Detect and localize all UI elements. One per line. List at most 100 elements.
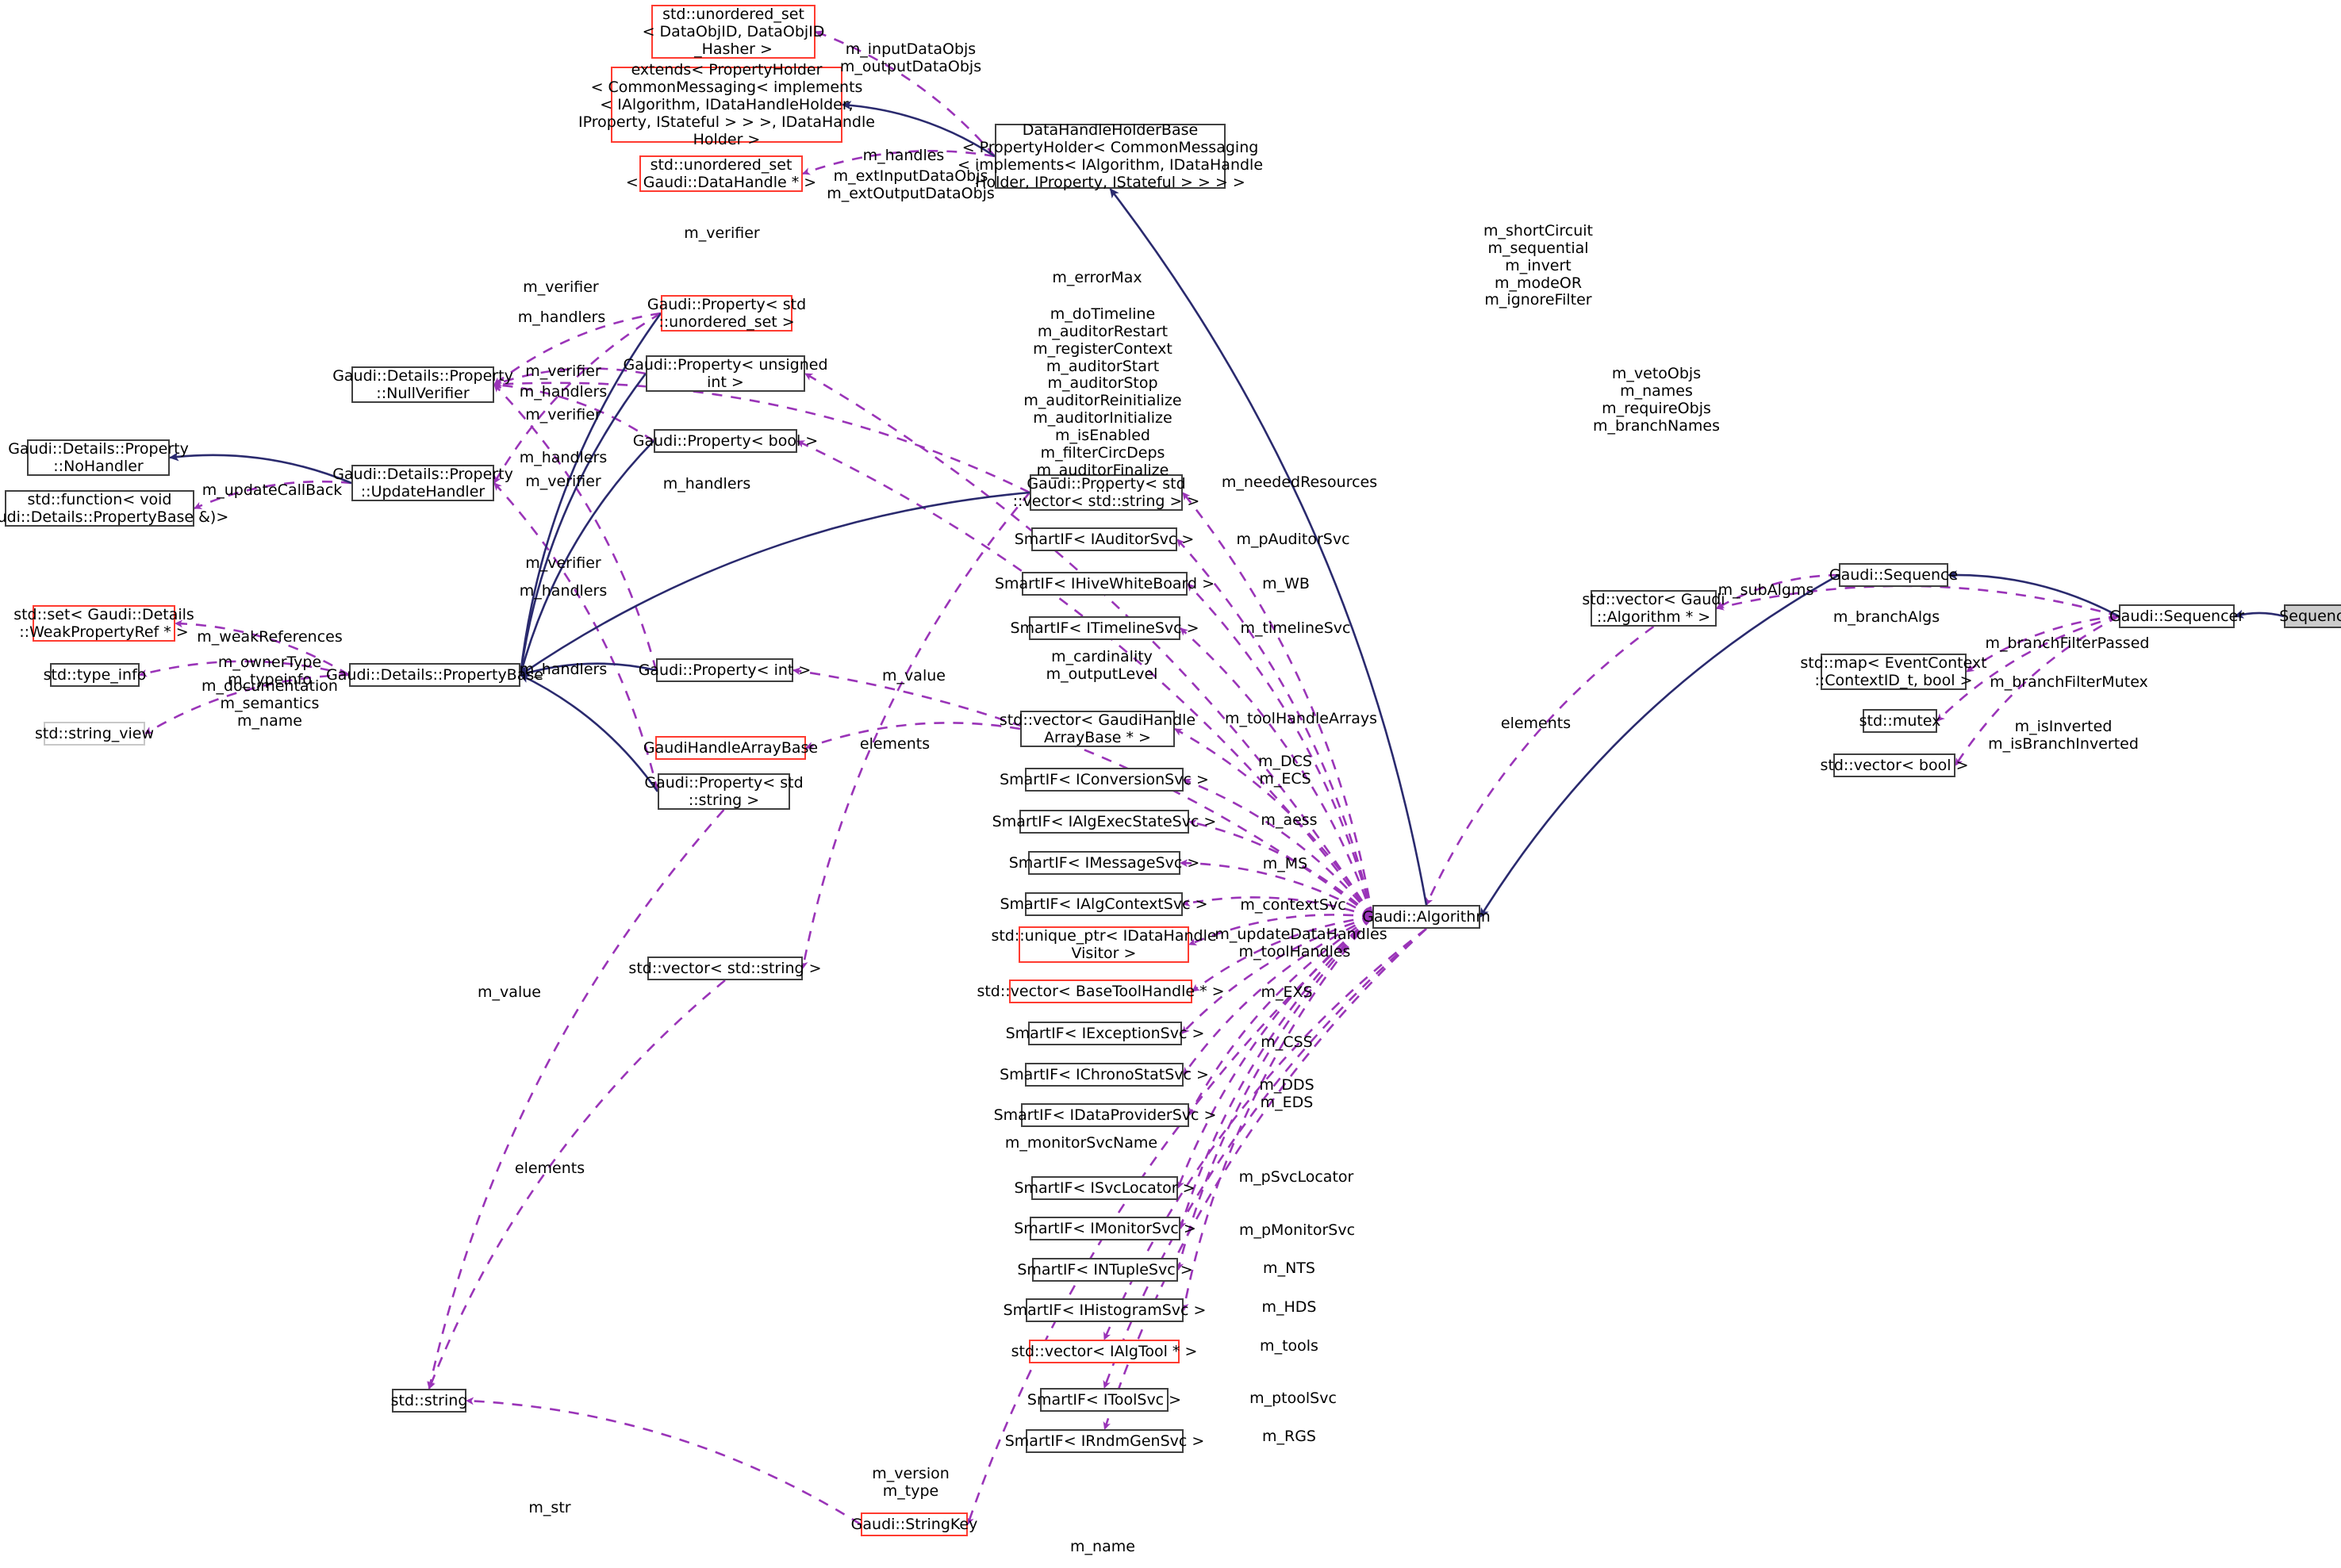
edge-label-handlers_3: m_handlers [519, 383, 608, 401]
class-node-smartif_svcloc[interactable]: SmartIF< ISvcLocator > [1014, 1176, 1195, 1200]
edge-label-ptoolSvc: m_ptoolSvc [1249, 1390, 1337, 1407]
edge-label-handlers_4: m_handlers [519, 449, 608, 466]
class-node-smartif_monitor[interactable]: SmartIF< IMonitorSvc > [1014, 1217, 1196, 1240]
edge-usage-n_gaudialgorithm-to-n_prop_vecstring [1181, 492, 1374, 918]
edge-label-WB: m_WB [1262, 575, 1310, 592]
edge-label-tools: m_tools [1260, 1337, 1318, 1355]
edge-label-cardinality: m_cardinality m_outputLevel [1046, 648, 1158, 683]
class-node-smartif_toolsvc[interactable]: SmartIF< IToolSvc > [1027, 1388, 1181, 1412]
edge-label-timelineSvc: m_timelineSvc [1240, 619, 1351, 637]
edge-label-vetoObjs: m_vetoObjs m_names m_requireObjs m_branc… [1592, 365, 1721, 435]
class-node-vec_bool[interactable]: std::vector< bool > [1821, 753, 1969, 777]
class-node-gaudihandlearraybase[interactable]: GaudiHandleArrayBase [643, 736, 818, 760]
edge-label-subAlgms: m_subAlgms [1717, 581, 1814, 599]
edge-label-contextSvc: m_contextSvc [1240, 896, 1346, 914]
class-node-prop_string[interactable]: Gaudi::Property< std ::string > [644, 773, 804, 810]
edge-label-branchFilterPassed: m_branchFilterPassed [1985, 634, 2150, 652]
class-node-smartif_imsg[interactable]: SmartIF< IMessageSvc > [1009, 851, 1199, 875]
class-node-vec_gaudihandlearr[interactable]: std::vector< GaudiHandle ArrayBase * > [999, 711, 1196, 747]
edge-label-EXS: m_EXS [1261, 983, 1313, 1001]
edge-usage-n_gaudialgorithm-to-n_prop_int [792, 667, 1373, 918]
class-node-map_eventctx[interactable]: std::map< EventContext ::ContextID_t, bo… [1800, 654, 1987, 690]
class-node-smartif_hive[interactable]: SmartIF< IHiveWhiteBoard > [995, 572, 1215, 596]
edge-label-pAuditorSvc: m_pAuditorSvc [1236, 531, 1350, 548]
edge-usage-n_prop_int-to-n_nullverifier [493, 384, 658, 671]
edge-label-NTS: m_NTS [1263, 1259, 1315, 1277]
edge-label-extDataObjs: m_extInputDataObjs m_extOutputDataObjs [827, 167, 995, 202]
class-node-smartif_dataprov[interactable]: SmartIF< IDataProviderSvc > [994, 1103, 1216, 1127]
edge-label-handlers_2: m_handlers [517, 309, 606, 326]
class-node-smartif_iconv[interactable]: SmartIF< IConversionSvc > [1000, 768, 1209, 792]
edge-label-branchAlgs: m_branchAlgs [1833, 608, 1940, 626]
class-node-unordered_datahandle[interactable]: std::unordered_set < Gaudi::DataHandle *… [625, 155, 817, 192]
edge-label-shortCircuit: m_shortCircuit m_sequential m_invert m_m… [1483, 222, 1593, 309]
edge-label-elements_alg: elements [1500, 715, 1572, 732]
class-node-smartif_iauditor[interactable]: SmartIF< IAuditorSvc > [1015, 527, 1194, 551]
class-node-propertybase[interactable]: Gaudi::Details::PropertyBase [326, 663, 543, 687]
edge-label-verifier_6: m_verifier [525, 554, 601, 572]
class-node-smartif_ntuple[interactable]: SmartIF< INTupleSvc > [1017, 1258, 1193, 1282]
class-node-vec_gaudialg[interactable]: std::vector< Gaudi ::Algorithm * > [1582, 590, 1725, 627]
class-node-smartif_chrono[interactable]: SmartIF< IChronoStatSvc > [1000, 1063, 1209, 1087]
edge-label-RGS: m_RGS [1262, 1428, 1316, 1445]
edge-label-branchFilterMutex: m_branchFilterMutex [1990, 673, 2148, 691]
class-node-prop_unordered[interactable]: Gaudi::Property< std ::unordered_set > [647, 295, 807, 332]
class-node-prop_vecstring[interactable]: Gaudi::Property< std ::vector< std::stri… [1012, 474, 1200, 511]
class-node-gaudialgorithm[interactable]: Gaudi::Algorithm [1362, 905, 1491, 929]
class-node-smartif_algexec[interactable]: SmartIF< IAlgExecStateSvc > [992, 810, 1216, 834]
class-node-vec_ialgtool[interactable]: std::vector< IAlgTool * > [1011, 1340, 1197, 1363]
class-node-smartif_timeline[interactable]: SmartIF< ITimelineSvc > [1010, 616, 1199, 640]
class-node-typeinfo[interactable]: std::type_info [44, 663, 146, 687]
class-node-stdstring[interactable]: std::string [391, 1389, 467, 1413]
class-node-nohandler[interactable]: Gaudi::Details::Property ::NoHandler [8, 439, 189, 476]
class-node-prop_bool[interactable]: Gaudi::Property< bool > [633, 429, 818, 453]
edge-label-pMonitorSvc: m_pMonitorSvc [1238, 1221, 1356, 1239]
edge-label-handles: m_handles [862, 147, 945, 164]
class-node-nullverifier[interactable]: Gaudi::Details::Property ::NullVerifier [332, 366, 513, 403]
class-node-seq[interactable]: Gaudi::Sequence [1829, 563, 1958, 587]
class-node-smartif_histo[interactable]: SmartIF< IHistogramSvc > [1004, 1298, 1206, 1322]
edge-label-HDS: m_HDS [1261, 1298, 1317, 1316]
class-node-extends[interactable]: extends< PropertyHolder < CommonMessagin… [578, 60, 875, 149]
class-node-smartif_iexc[interactable]: SmartIF< IExceptionSvc > [1006, 1022, 1204, 1045]
class-node-sequencer[interactable]: Gaudi::Sequencer [2109, 604, 2244, 628]
class-node-sequencer_cur[interactable]: Sequencer [2279, 604, 2341, 628]
edge-label-updateCallBack: m_updateCallBack [201, 481, 343, 499]
class-node-smartif_rndm[interactable]: SmartIF< IRndmGenSvc > [1005, 1429, 1204, 1453]
edge-label-value_vecstr: m_value [478, 983, 541, 1001]
class-node-stringkey[interactable]: Gaudi::StringKey [851, 1512, 977, 1536]
edge-inheritance-n_sequencer-to-n_seq [1948, 570, 2120, 618]
edge-label-aess: m_aess [1261, 811, 1318, 829]
class-node-unordered_dataobjid[interactable]: std::unordered_set < DataObjID, DataObjI… [642, 5, 825, 59]
class-node-vec_basetool[interactable]: std::vector< BaseToolHandle * > [977, 980, 1225, 1003]
edge-label-CSS: m_CSS [1261, 1033, 1313, 1051]
class-node-smartif_algctx[interactable]: SmartIF< IAlgContextSvc > [1000, 892, 1208, 916]
edge-label-inputDataObjs: m_inputDataObjs m_outputDataObjs [839, 40, 982, 75]
edge-label-handlers_6: m_handlers [519, 582, 608, 600]
edge-label-handlers_5: m_handlers [662, 475, 751, 493]
edge-label-weakReferences: m_weakReferences [197, 628, 343, 646]
class-node-uniqueptr_visitor[interactable]: std::unique_ptr< IDataHandle Visitor > [991, 926, 1217, 963]
class-node-mutex[interactable]: std::mutex [1859, 709, 1940, 733]
edge-label-value_int: m_value [882, 667, 946, 684]
edge-inheritance-n_updatehandler-to-n_nohandler [169, 452, 352, 485]
class-node-dhhb[interactable]: DataHandleHolderBase < PropertyHolder< C… [957, 121, 1264, 192]
edge-label-isInverted: m_isInverted m_isBranchInverted [1988, 718, 2139, 753]
edge-label-DCS_ECS: m_DCS m_ECS [1258, 753, 1312, 788]
edge-usage-n_vec_stdstring-to-n_stdstring [428, 979, 726, 1390]
edge-usage-n_prop_string-to-n_updatehandler [493, 482, 659, 792]
class-node-prop_int[interactable]: Gaudi::Property< int > [639, 658, 811, 682]
class-node-updatehandler[interactable]: Gaudi::Details::Property ::UpdateHandler [332, 465, 513, 501]
edge-label-version_type: m_version m_type [872, 1465, 950, 1500]
class-node-vec_stdstring[interactable]: std::vector< std::string > [628, 957, 822, 980]
edge-label-errorMax: m_errorMax [1052, 269, 1142, 286]
class-node-stringview[interactable]: std::string_view [35, 722, 154, 746]
class-node-setweak[interactable]: std::set< Gaudi::Details ::WeakPropertyR… [13, 605, 194, 642]
edge-label-neededResources: m_neededResources [1221, 473, 1378, 491]
edge-label-str: m_str [528, 1499, 571, 1516]
edge-label-documentation: m_documentation m_semantics m_name [201, 677, 338, 730]
class-node-prop_uint[interactable]: Gaudi::Property< unsigned int > [623, 355, 828, 392]
edge-label-verifier_2: m_verifier [523, 278, 599, 296]
class-node-stdfunction[interactable]: std::function< void (Gaudi::Details::Pro… [0, 490, 229, 527]
